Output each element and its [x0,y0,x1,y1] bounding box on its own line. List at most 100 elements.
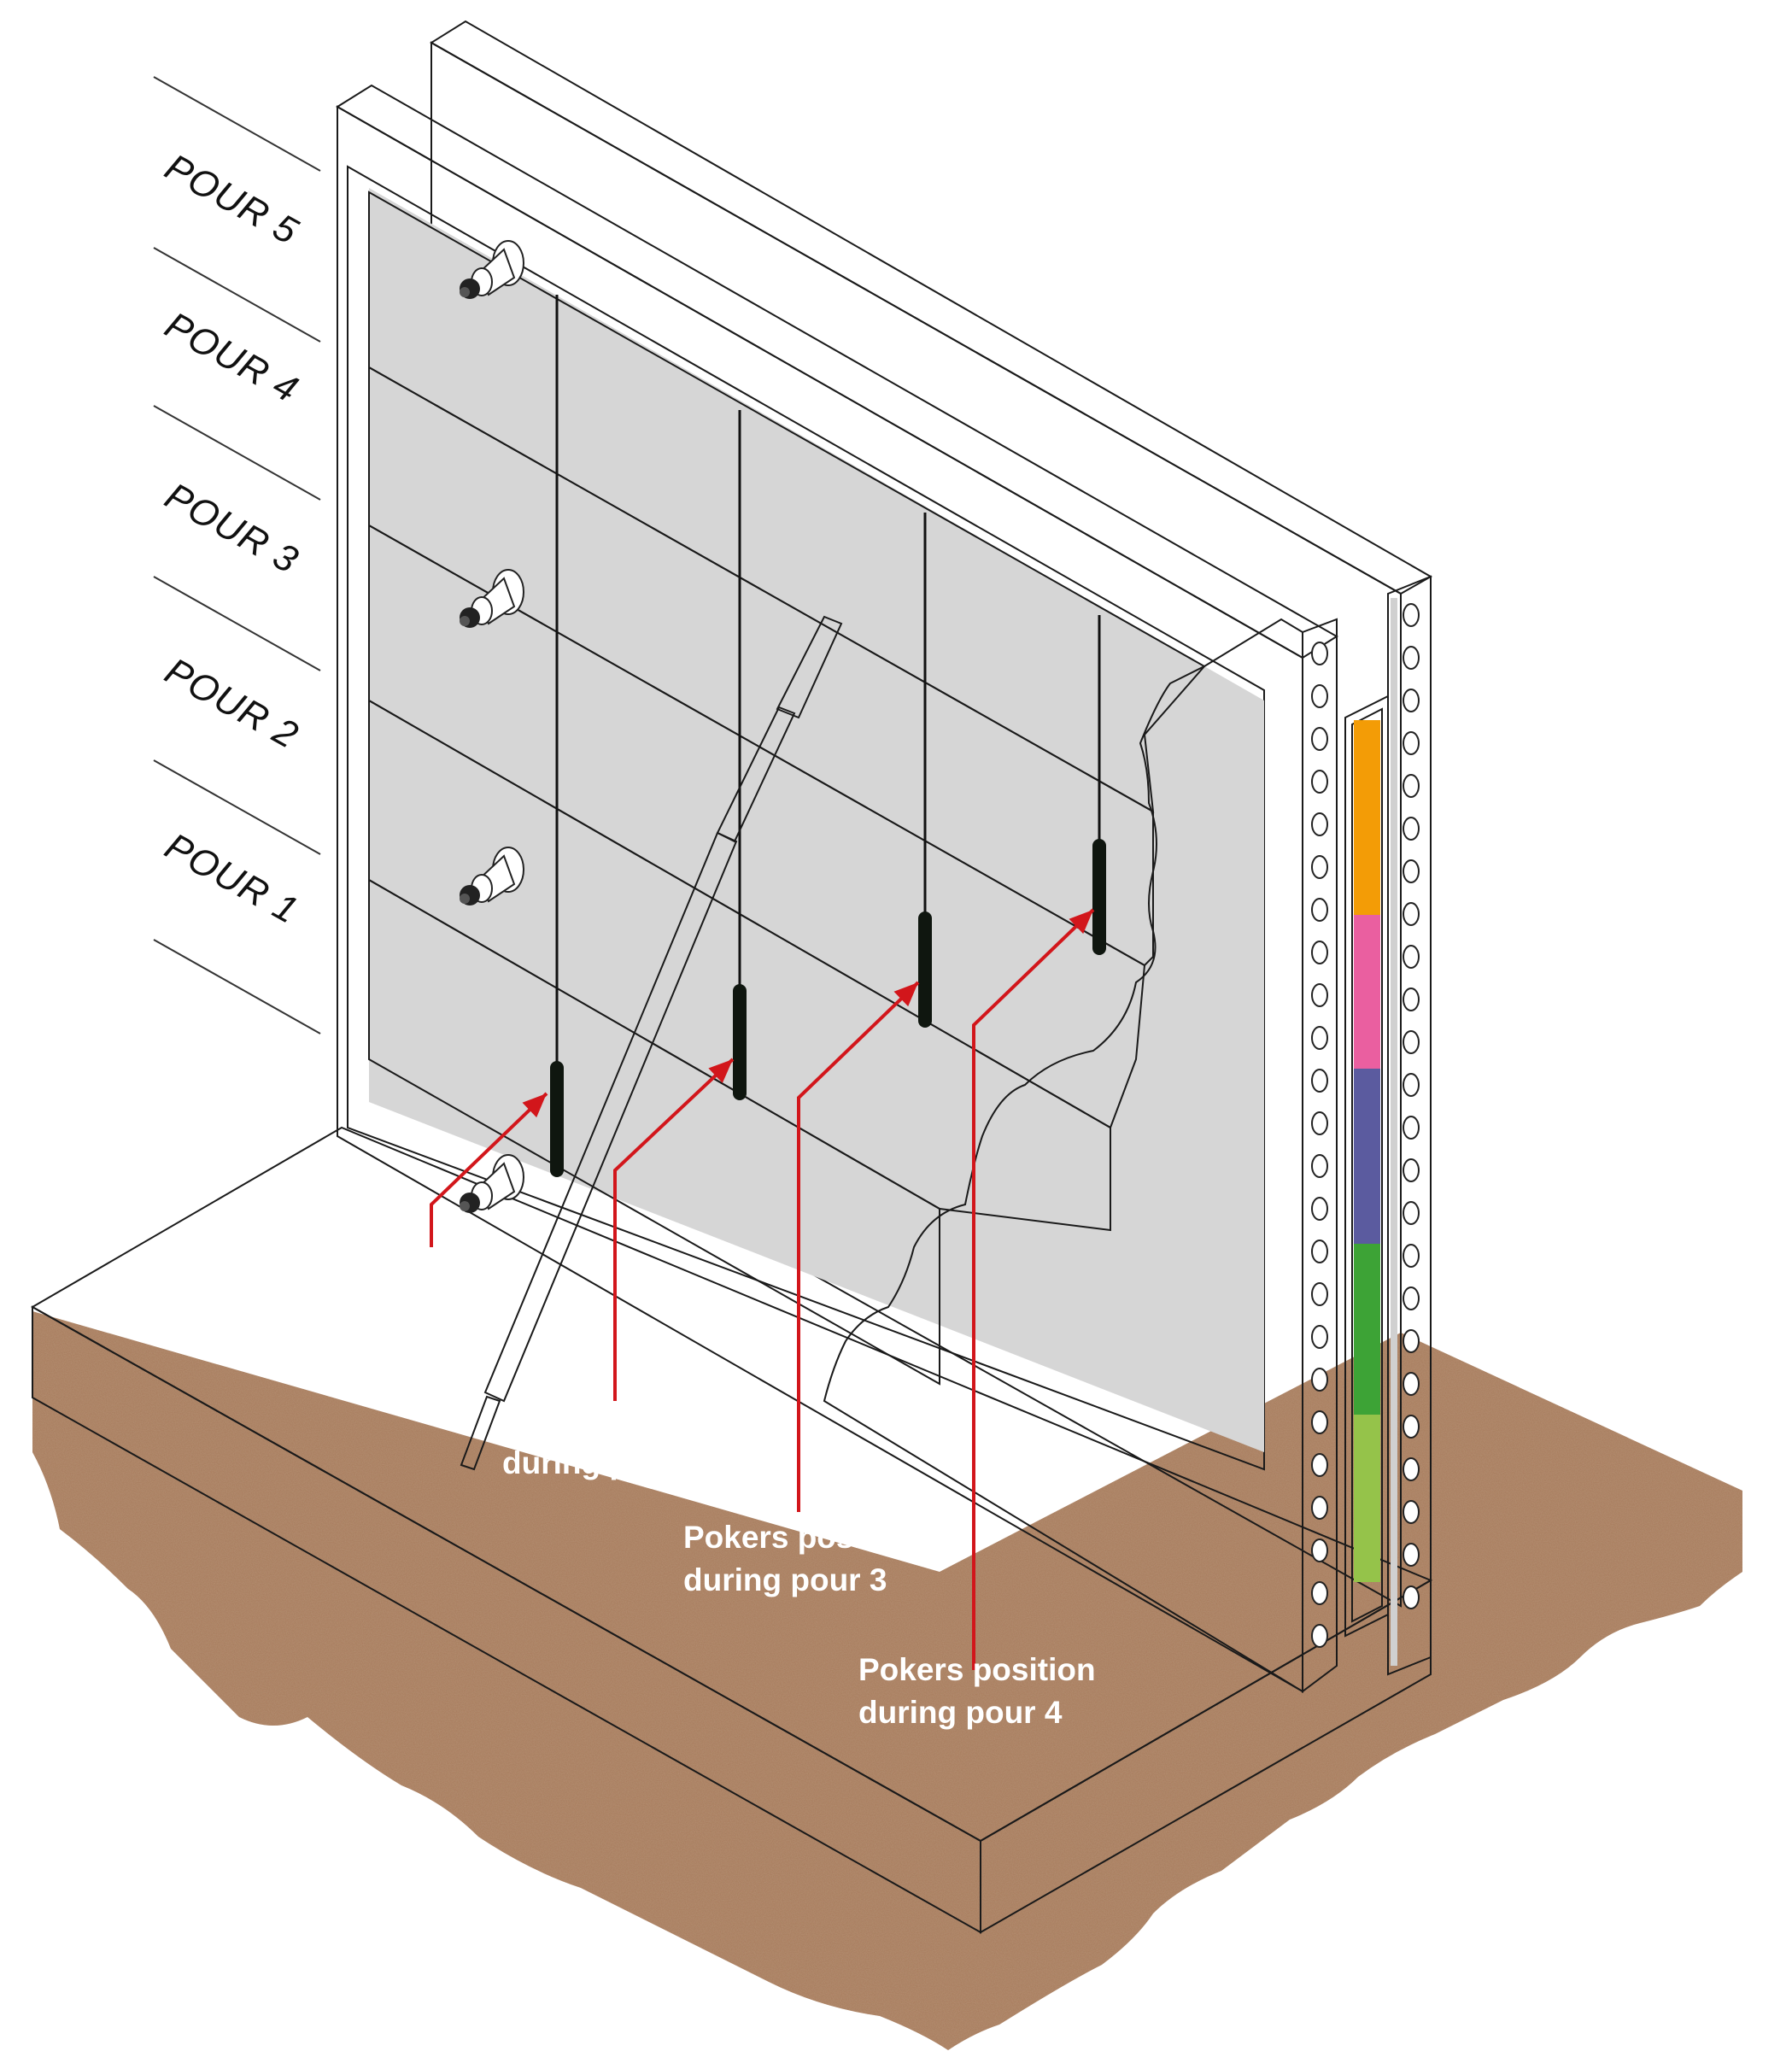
callout-line1: Pokers position [272,1275,509,1310]
tie-hole [1311,684,1328,708]
callout-line1: Pokers position [502,1403,740,1438]
tie-hole [1311,1538,1328,1562]
tie-hole [1403,817,1420,841]
tie-hole [1311,855,1328,879]
tie-cone-icon [460,240,524,299]
tie-hole [1403,1030,1420,1054]
callout-arrow-2 [613,1058,735,1401]
pour-label-5: POUR 5 [158,146,305,253]
guide-line [153,76,321,172]
tie-hole [1311,1453,1328,1477]
tie-hole [1311,1581,1328,1605]
pour-bands [368,190,1206,1386]
tie-hole [1403,1415,1420,1439]
tie-hole [1403,902,1420,926]
callout-pour-1: Pokers position during pour 1 [272,1275,509,1352]
arrowhead-icon [893,982,918,1007]
tie-hole [1311,642,1328,665]
arrowhead-icon [522,1093,547,1118]
tie-hole [1403,859,1420,883]
pour-label-3: POUR 3 [158,475,305,582]
tie-hole [1403,1372,1420,1396]
guide-line [153,576,321,671]
end-strip-pour2 [1354,1244,1380,1415]
end-strip-pour4 [1354,915,1380,1069]
tie-holes-back [1403,603,1420,1609]
cutaway-concrete-face [823,618,1303,1693]
end-view-pour-strip [1344,695,1389,1638]
tie-hole [1403,1073,1420,1097]
guide-line [153,405,321,501]
tie-hole [1403,1116,1420,1140]
tie-hole [1403,1329,1420,1353]
tie-hole [1311,1282,1328,1306]
tie-cone-icon [460,1154,524,1213]
tie-hole [1403,731,1420,755]
callout-arrows [430,908,1095,1670]
callout-line2: during pour 1 [272,1317,475,1352]
tie-hole [1311,1325,1328,1349]
tie-hole [1403,988,1420,1011]
front-panel-end-edge [1302,618,1338,1693]
tie-cone-icon [460,847,524,905]
tie-hole [1403,945,1420,969]
tie-hole [1311,1624,1328,1648]
tie-hole [1311,1026,1328,1050]
tie-hole [1311,1496,1328,1520]
arrowhead-icon [1069,910,1093,935]
tie-hole [1403,646,1420,670]
tie-hole [1311,1240,1328,1263]
pour-guide-lines [153,76,321,1034]
tie-hole [1311,727,1328,751]
tie-hole [1311,1069,1328,1093]
tie-hole [1403,1457,1420,1481]
tie-hole [1311,1154,1328,1178]
tie-hole [1311,941,1328,964]
guide-line [153,759,321,855]
end-strip-pour5 [1354,720,1380,915]
tie-hole [1311,1410,1328,1434]
band-pour5 [368,190,1206,813]
tie-hole [1311,770,1328,794]
tie-hole [1311,1111,1328,1135]
callout-line2: during pour 3 [683,1562,887,1597]
callout-line1: Pokers position [858,1652,1096,1687]
tie-cone-icon [460,569,524,628]
pour-label-1: POUR 1 [158,825,305,932]
guide-line [153,247,321,343]
arrowhead-icon [708,1059,733,1083]
tie-hole [1403,1201,1420,1225]
tie-hole [1311,812,1328,836]
tie-hole [1403,1158,1420,1182]
end-strip-pour1 [1354,1415,1380,1582]
tie-hole [1403,603,1420,627]
tie-hole [1403,1244,1420,1268]
tie-hole [1403,1585,1420,1609]
tie-hole [1311,1197,1328,1221]
tie-cones [460,240,524,1213]
callout-pour-3: Pokers position during pour 3 [683,1520,921,1597]
vibrator-rod [460,615,843,1471]
pour-label-2: POUR 2 [158,650,305,757]
tie-hole [1403,1543,1420,1567]
end-strip-pour3 [1354,1069,1380,1244]
tie-hole [1311,983,1328,1007]
tie-holes-front [1311,642,1328,1648]
callout-arrow-1 [430,1092,548,1247]
guide-line [153,939,321,1034]
tie-hole [1403,1500,1420,1524]
tie-hole [1403,689,1420,712]
callout-arrow-4 [972,908,1095,1670]
tie-hole [1311,1368,1328,1392]
back-formwork-panel [430,20,1433,1676]
callout-line1: Pokers position [683,1520,921,1555]
pokers [550,295,1106,1177]
callout-arrow-3 [797,981,920,1512]
tie-hole [1403,1286,1420,1310]
